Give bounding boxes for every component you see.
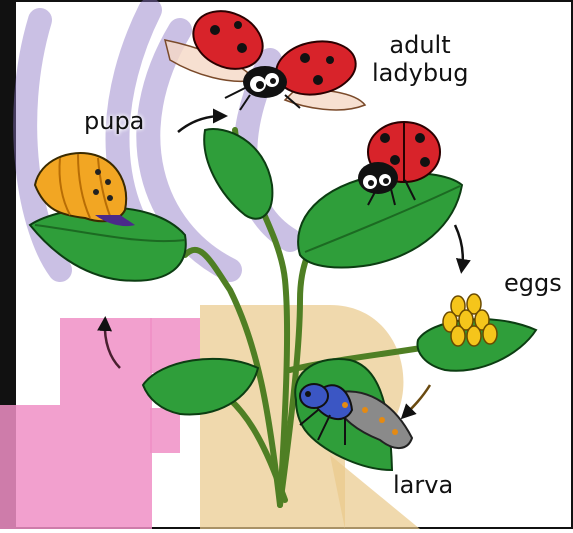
label-adult-ladybug: adult ladybug xyxy=(372,32,468,87)
label-adult-line1: adult xyxy=(372,32,468,60)
label-larva: larva xyxy=(393,472,453,500)
watermark-letter-e xyxy=(0,318,200,529)
label-eggs: eggs xyxy=(504,270,562,298)
leaf-top xyxy=(204,129,272,219)
arrow-adult-to-eggs xyxy=(455,225,463,268)
label-pupa: pupa xyxy=(84,108,144,136)
eggs-illustration xyxy=(443,294,497,346)
label-adult-line2: ladybug xyxy=(372,60,468,88)
arrow-eggs-to-larva xyxy=(405,385,430,415)
